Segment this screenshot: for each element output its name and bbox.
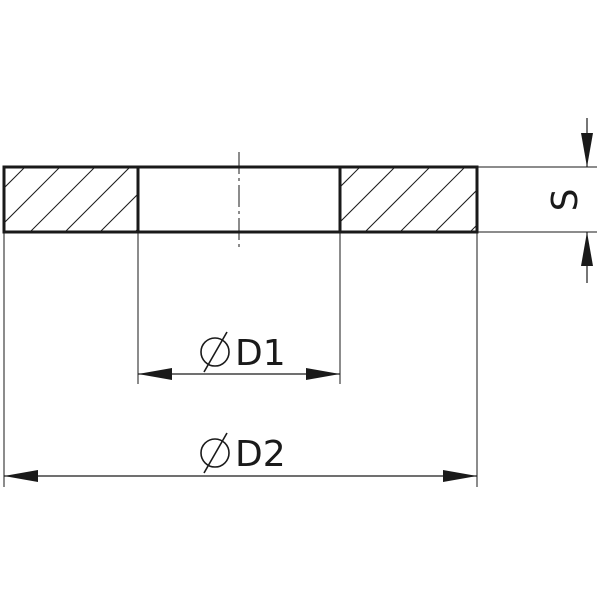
s-label: S bbox=[545, 189, 586, 212]
left-section-outline bbox=[2, 165, 140, 234]
d1-dimension: D1 bbox=[138, 331, 340, 380]
s-arrow-bottom bbox=[581, 232, 593, 266]
right-section-outline bbox=[338, 165, 479, 234]
d1-label: D1 bbox=[235, 333, 286, 374]
d2-label: D2 bbox=[235, 434, 286, 475]
d1-diameter-symbol bbox=[200, 331, 230, 373]
d2-diameter-symbol bbox=[200, 432, 230, 474]
right-section-hatching bbox=[340, 167, 477, 232]
d1-arrow-left bbox=[138, 368, 172, 380]
d2-arrow-right bbox=[443, 470, 477, 482]
extension-lines bbox=[3, 166, 597, 487]
d2-arrow-left bbox=[4, 470, 38, 482]
d2-dimension: D2 bbox=[4, 432, 477, 482]
s-dimension: S bbox=[545, 118, 593, 283]
left-section-hatching bbox=[4, 167, 138, 232]
d1-arrow-right bbox=[306, 368, 340, 380]
s-arrow-top bbox=[581, 133, 593, 167]
washer-cross-section bbox=[2, 165, 479, 234]
